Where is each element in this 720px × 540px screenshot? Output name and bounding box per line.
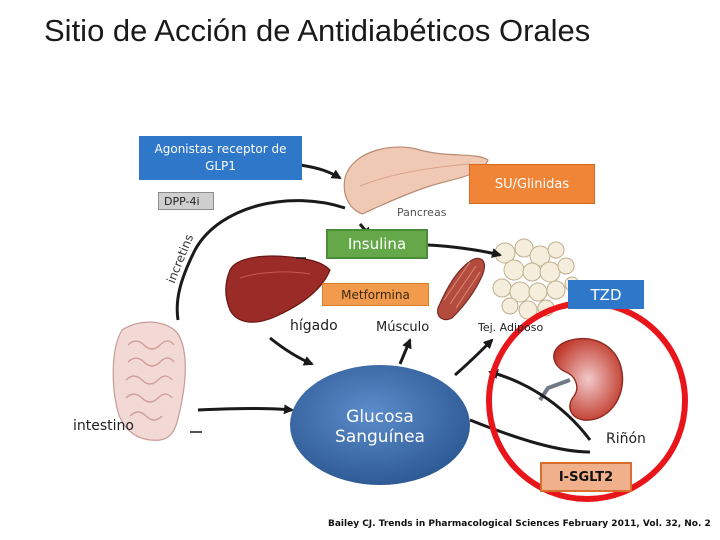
glucosa-line1: Glucosa <box>346 407 414 427</box>
adiposo-label: Tej. Adiposo <box>478 321 544 334</box>
arrow-liver-to-glucose <box>269 336 314 366</box>
citation-text: Bailey CJ. Trends in Pharmacological Sci… <box>328 519 711 529</box>
intestino-label: intestino <box>73 418 134 434</box>
isglt2-box: I-SGLT2 <box>540 462 632 492</box>
liver-organ <box>225 255 331 323</box>
su-glinidas-box: SU/Glinidas <box>469 164 595 204</box>
pancreas-organ <box>343 146 489 215</box>
adipose-tissue <box>492 238 580 320</box>
slide-title: Sitio de Acción de Antidiabéticos Orales <box>44 13 591 48</box>
arrow-glucose-to-adipose <box>454 338 494 377</box>
arrow-incretin-loop <box>175 199 346 321</box>
arrow-intestine-to-glucose <box>197 404 294 415</box>
glucosa-label: Glucosa Sanguínea <box>290 368 470 486</box>
metformina-box: Metformina <box>322 283 429 306</box>
glucose-circle <box>290 365 470 485</box>
arrow-insulina-to-adipose <box>427 243 502 258</box>
musculo-label: Músculo <box>376 320 430 335</box>
arrow-kidney-to-glucose <box>488 369 592 441</box>
intestine-organ <box>112 321 186 441</box>
insulina-box: Insulina <box>326 229 428 259</box>
higado-label: hígado <box>290 318 338 334</box>
arrow-glucose-to-kidney <box>469 418 591 454</box>
pancreas-label: Pancreas <box>397 206 447 219</box>
arrow-glucose-to-muscle <box>398 338 412 365</box>
arrow-glp1-to-pancreas <box>299 163 342 180</box>
tzd-box: TZD <box>568 280 644 309</box>
glucosa-line2: Sanguínea <box>335 427 425 447</box>
glp1-agonists-box: Agonistas receptor de GLP1 <box>139 136 302 180</box>
dpp4i-box: DPP-4i <box>158 192 214 210</box>
kidney-organ <box>538 337 624 421</box>
muscle-organ <box>437 257 485 321</box>
rinon-label: Riñón <box>606 431 646 447</box>
